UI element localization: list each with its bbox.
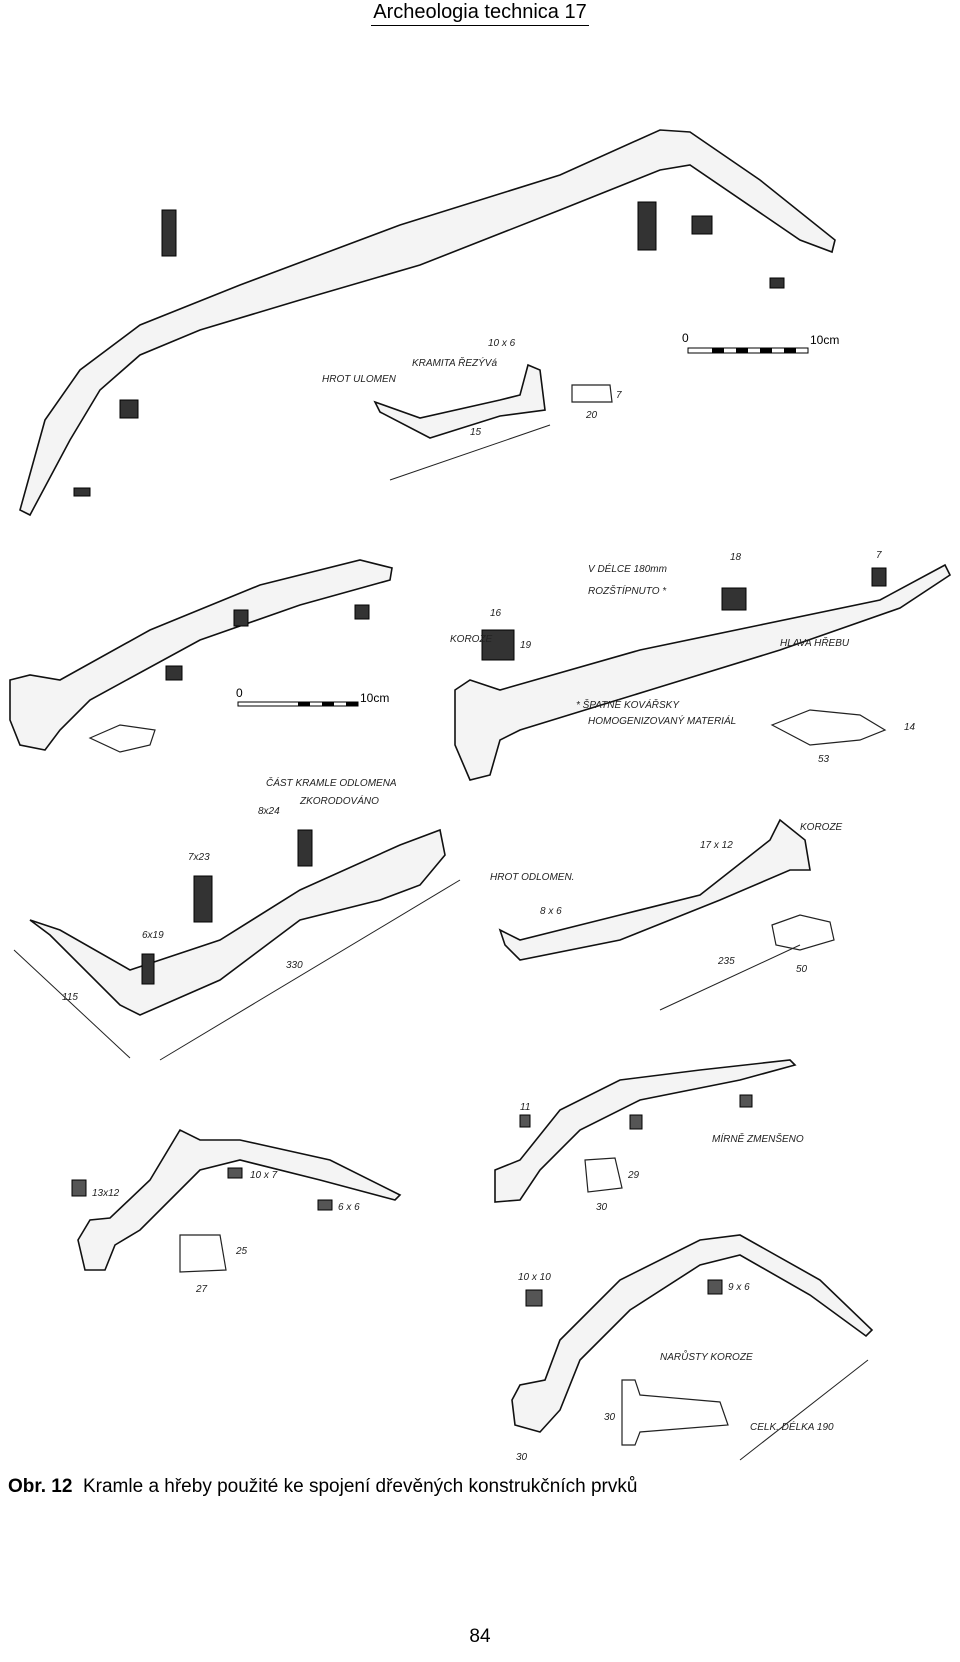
label-7c: 6 x 6 bbox=[338, 1202, 360, 1213]
label-4h: HLAVA HŘEBU bbox=[780, 636, 850, 649]
label-5a: ČÁST KRAMLE ODLOMENA bbox=[266, 776, 397, 789]
label-5f: 330 bbox=[286, 960, 303, 971]
section-1e bbox=[119, 399, 139, 419]
label-7e: 25 bbox=[235, 1246, 248, 1257]
label-9f: 30 bbox=[604, 1412, 616, 1423]
label-2b: KRAMITA ŘEZÝVá bbox=[412, 356, 497, 369]
journal-title: Archeologia technica 17 bbox=[371, 0, 589, 26]
label-4g: KOROZE bbox=[450, 634, 493, 645]
label-5e: 6x19 bbox=[142, 930, 164, 941]
label-4j: HOMOGENIZOVANÝ MATERIÁL bbox=[588, 714, 736, 727]
scale-bar-1: 0 10cm bbox=[682, 331, 839, 354]
label-5c: 8x24 bbox=[258, 806, 280, 817]
staple-1-body bbox=[19, 129, 836, 517]
label-6e: 235 bbox=[717, 956, 735, 967]
label-5g: 115 bbox=[62, 992, 78, 1003]
label-5d: 7x23 bbox=[188, 852, 210, 863]
label-2c: HROT ULOMEN bbox=[322, 374, 397, 385]
section-1c bbox=[691, 215, 713, 235]
label-2f: 7 bbox=[616, 390, 622, 401]
label-6f: 50 bbox=[796, 964, 808, 975]
nail-drawing-9: 10 x 10 9 x 6 NARŮSTY KOROZE CELK. DÉLKA… bbox=[511, 1234, 874, 1463]
page-number: 84 bbox=[469, 1626, 491, 1647]
label-5b: ZKORODOVÁNO bbox=[299, 794, 379, 807]
label-7b: 10 x 7 bbox=[250, 1170, 278, 1181]
label-4b: 7 bbox=[876, 550, 882, 561]
label-4e: 16 bbox=[490, 608, 502, 619]
label-4a: 18 bbox=[730, 552, 742, 563]
label-7d: 27 bbox=[195, 1284, 208, 1295]
label-7a: 13x12 bbox=[92, 1188, 120, 1199]
label-6c: HROT ODLOMEN. bbox=[490, 872, 574, 883]
nail-drawing-3 bbox=[9, 559, 393, 753]
label-6d: 8 x 6 bbox=[540, 906, 562, 917]
scale-1-end: 10cm bbox=[810, 333, 839, 347]
running-header: Archeologia technica 17 bbox=[0, 0, 960, 26]
label-8b: MÍRNĚ ZMENŠENO bbox=[712, 1132, 804, 1145]
scale-bar-2: 0 10cm bbox=[236, 686, 389, 707]
label-4k: 53 bbox=[818, 754, 830, 765]
figure-label: Obr. 12 bbox=[8, 1476, 73, 1497]
section-1d bbox=[769, 277, 785, 289]
staple-drawing-1 bbox=[19, 129, 836, 517]
figure-plate: 0 10cm 10 x 6 KRAMITA ŘEZÝVá HROT ULOMEN… bbox=[9, 129, 952, 1463]
label-8a: 11 bbox=[520, 1102, 530, 1113]
scale-1-start: 0 bbox=[682, 331, 689, 345]
nail-drawing-6: 17 x 12 KOROZE HROT ODLOMEN. 8 x 6 235 5… bbox=[490, 818, 843, 1011]
nail-drawing-7: 13x12 10 x 7 6 x 6 27 25 bbox=[71, 1128, 402, 1295]
section-1a bbox=[161, 209, 177, 257]
label-4l: 14 bbox=[904, 722, 916, 733]
label-9b: 9 x 6 bbox=[728, 1282, 750, 1293]
section-1f bbox=[73, 487, 91, 497]
label-8d: 29 bbox=[627, 1170, 640, 1181]
label-9c: NARŮSTY KOROZE bbox=[660, 1349, 753, 1363]
label-6b: KOROZE bbox=[800, 822, 843, 833]
scale-2-end: 10cm bbox=[360, 691, 389, 705]
nail-drawing-4: 18 7 V DÉLCE 180mm ROZŠTÍPNUTO * 16 19 K… bbox=[450, 550, 952, 781]
nail-drawing-8: 11 MÍRNĚ ZMENŠENO 30 29 bbox=[494, 1059, 804, 1213]
label-9a: 10 x 10 bbox=[518, 1272, 551, 1283]
label-6a: 17 x 12 bbox=[700, 840, 733, 851]
label-4d: ROZŠTÍPNUTO * bbox=[588, 584, 667, 597]
label-8c: 30 bbox=[596, 1202, 608, 1213]
label-4i: * ŠPATNĚ KOVÁŘSKY bbox=[576, 698, 680, 711]
label-4c: V DÉLCE 180mm bbox=[588, 562, 667, 575]
nail-drawing-2: 10 x 6 KRAMITA ŘEZÝVá HROT ULOMEN 15 20 … bbox=[322, 338, 622, 481]
label-9d: CELK. DÉLKA 190 bbox=[750, 1420, 834, 1433]
section-1b bbox=[637, 201, 657, 251]
label-2e: 20 bbox=[585, 410, 598, 421]
label-2a: 10 x 6 bbox=[488, 338, 516, 349]
label-9e: 30 bbox=[516, 1452, 528, 1463]
staple-drawing-5: ČÁST KRAMLE ODLOMENA ZKORODOVÁNO 8x24 7x… bbox=[13, 776, 461, 1061]
label-2d: 15 bbox=[470, 427, 482, 438]
label-4f: 19 bbox=[520, 640, 532, 651]
scale-2-start: 0 bbox=[236, 686, 243, 700]
figure-caption: Obr. 12 Kramle a hřeby použité ke spojen… bbox=[8, 1476, 637, 1498]
figure-caption-text: Kramle a hřeby použité ke spojení dřevěn… bbox=[82, 1476, 638, 1497]
